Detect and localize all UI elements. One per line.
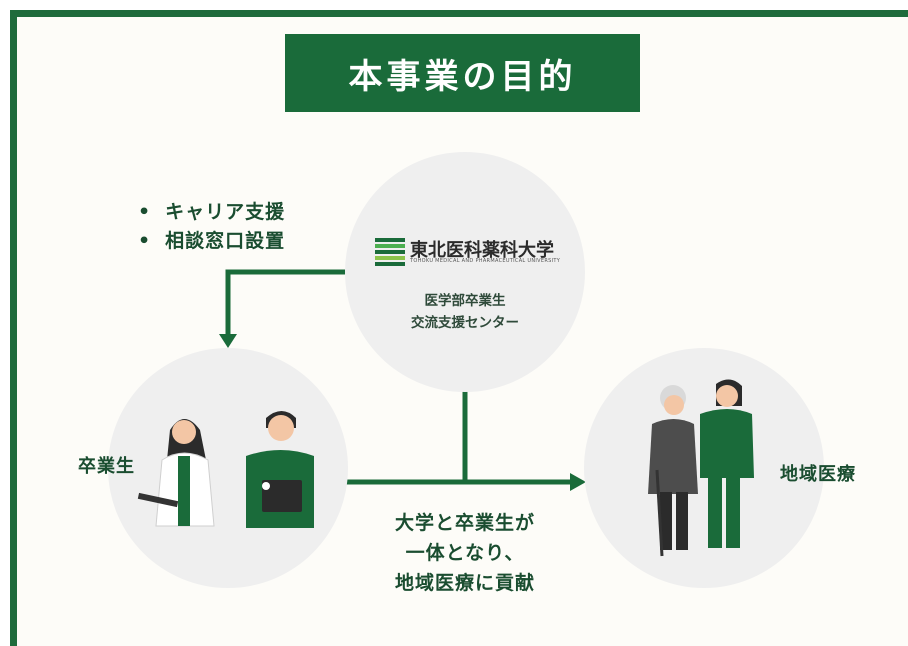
center-label-line2: 交流支援センター [411,315,519,331]
male-nurse-icon [246,411,314,528]
female-doctor-icon [137,419,215,527]
title-banner: 本事業の目的 [285,34,640,112]
support-list: キャリア支援 相談窓口設置 [138,198,285,256]
arrow-to-graduates [225,269,345,338]
contribution-line2: 一体となり、 [405,542,525,564]
university-logo: 東北医科薬科大学 TOHOKU MEDICAL AND PHARMACEUTIC… [375,236,565,268]
page-title: 本事業の目的 [348,56,577,97]
regional-medicine-label: 地域医療 [780,464,856,485]
support-item: 相談窓口設置 [138,227,285,256]
graduates-label: 卒業生 [78,456,135,477]
university-logo-icon [375,238,405,266]
caregiver-icon [700,379,754,548]
contribution-line3: 地域医療に貢献 [394,572,535,594]
center-label: 医学部卒業生 交流支援センター [345,290,585,334]
support-item: キャリア支援 [138,198,285,227]
arrowhead-right-icon [570,473,586,491]
university-name: 東北医科薬科大学 [410,240,554,261]
university-subtitle: TOHOKU MEDICAL AND PHARMACEUTICAL UNIVER… [410,258,561,264]
contribution-line1: 大学と卒業生が [394,512,535,534]
elderly-person-icon [648,385,698,557]
center-label-line1: 医学部卒業生 [424,293,506,309]
center-circle [345,152,585,392]
arrowhead-down-icon [219,334,237,348]
contribution-text: 大学と卒業生が 一体となり、 地域医療に貢献 [355,508,575,598]
